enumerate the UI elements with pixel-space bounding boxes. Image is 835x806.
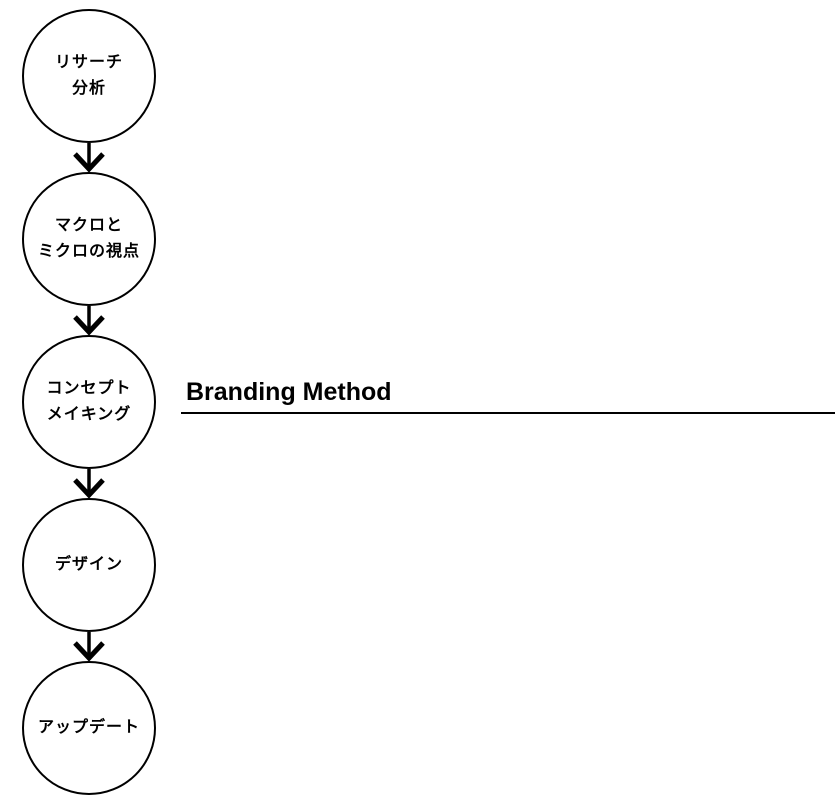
arrow-down-icon — [73, 306, 105, 335]
process-flow: リサーチ 分析 マクロと ミクロの視点 コンセプト メイキング デザイン — [22, 9, 156, 795]
flow-step-update: アップデート — [22, 661, 156, 795]
arrow-head — [73, 152, 105, 172]
arrow-down-icon — [73, 632, 105, 661]
step-label-line: アップデート — [37, 719, 140, 736]
arrow-head — [73, 315, 105, 335]
step-label-line: ミクロの視点 — [37, 243, 140, 260]
flow-step-research-analysis: リサーチ 分析 — [22, 9, 156, 143]
title-block: Branding Method — [186, 378, 392, 407]
flow-step-design: デザイン — [22, 498, 156, 632]
arrow-down-icon — [73, 143, 105, 172]
flow-step-concept-making: コンセプト メイキング — [22, 335, 156, 469]
arrow-head — [73, 478, 105, 498]
flow-step-macro-micro: マクロと ミクロの視点 — [22, 172, 156, 306]
step-label-line: 分析 — [71, 80, 106, 97]
step-label-line: メイキング — [46, 406, 132, 423]
title-underline — [181, 412, 835, 414]
step-label-line: マクロと — [54, 217, 123, 234]
arrow-head — [73, 641, 105, 661]
step-label-line: デザイン — [54, 556, 123, 573]
page-title: Branding Method — [186, 378, 392, 406]
arrow-down-icon — [73, 469, 105, 498]
step-label-line: リサーチ — [54, 54, 123, 71]
step-label-line: コンセプト — [46, 380, 132, 397]
